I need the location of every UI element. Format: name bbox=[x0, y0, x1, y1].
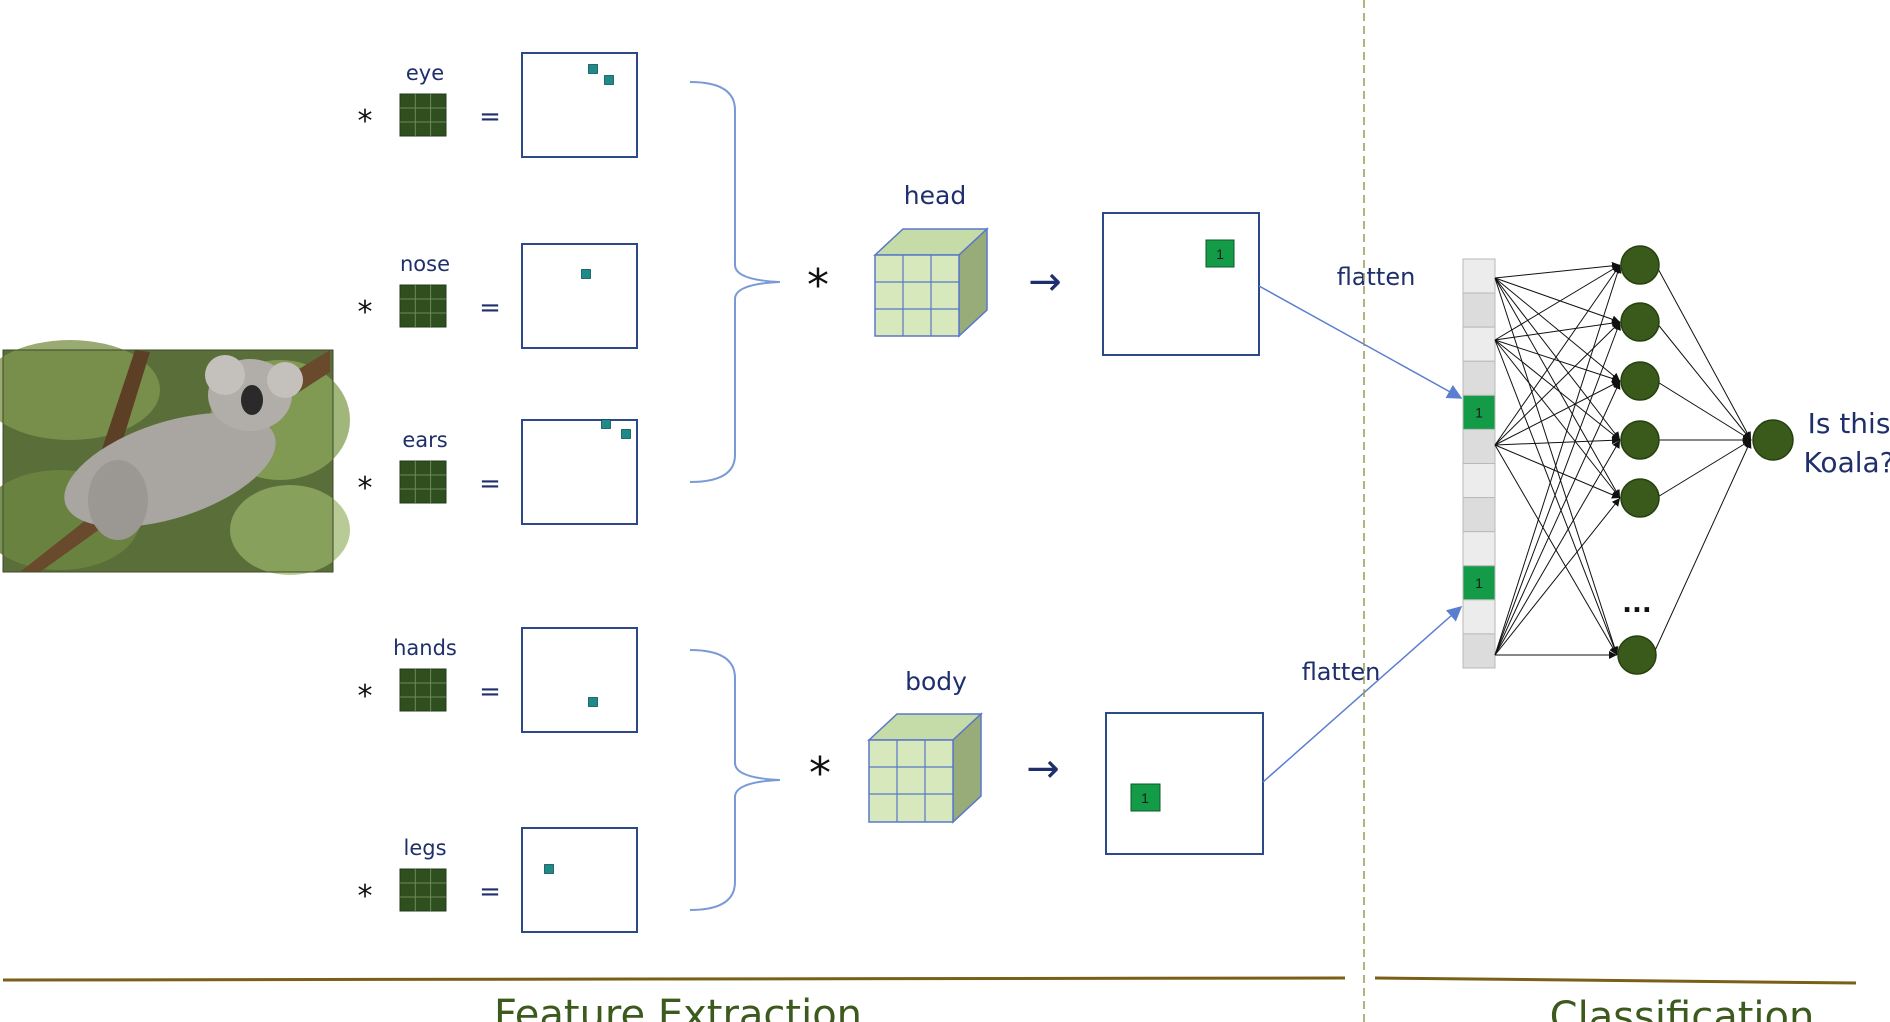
classification-title: Classification bbox=[1550, 994, 1815, 1022]
hidden-neuron bbox=[1620, 478, 1660, 518]
filter-label: legs bbox=[403, 836, 446, 860]
vector-cell bbox=[1462, 599, 1496, 635]
vector-cell bbox=[1462, 531, 1496, 567]
filter-kernel bbox=[399, 668, 447, 712]
feature-map bbox=[521, 627, 638, 733]
filter-row-eye: eye * = bbox=[358, 52, 638, 158]
feature-section-line bbox=[2, 976, 1346, 982]
arrow-head-output: → bbox=[1028, 259, 1062, 305]
filter-row-hands: hands * = bbox=[358, 627, 638, 733]
equals-operator: = bbox=[479, 677, 501, 707]
hidden-neuron bbox=[1617, 635, 1657, 675]
vector-cell bbox=[1462, 497, 1496, 533]
activation-dot bbox=[621, 429, 631, 439]
vector-cell bbox=[1462, 633, 1496, 669]
convolve-operator: * bbox=[358, 879, 373, 914]
flatten-label-head: flatten bbox=[1337, 263, 1416, 291]
flattened-vector: 11 bbox=[1462, 258, 1496, 669]
brace-body-group bbox=[689, 649, 781, 911]
hidden-neuron bbox=[1620, 361, 1660, 401]
body-filter-cube bbox=[867, 712, 983, 824]
activation-dot bbox=[588, 64, 598, 74]
equals-operator: = bbox=[479, 877, 501, 907]
equals-operator: = bbox=[479, 469, 501, 499]
vector-cell bbox=[1462, 360, 1496, 396]
body-map-value: 1 bbox=[1141, 790, 1149, 806]
fully-connected-network bbox=[1494, 245, 1794, 675]
activation-dot bbox=[544, 864, 554, 874]
head-map-value: 1 bbox=[1216, 246, 1224, 262]
convolve-operator-body: * bbox=[809, 748, 831, 799]
head-feature-map: 1 bbox=[1102, 212, 1260, 356]
filter-row-nose: nose * = bbox=[358, 243, 638, 349]
activation-dot bbox=[604, 75, 614, 85]
filter-label: hands bbox=[393, 636, 457, 660]
feature-map bbox=[521, 419, 638, 525]
activation-dot bbox=[581, 269, 591, 279]
vector-cell-value: 1 bbox=[1475, 575, 1483, 591]
body-filter-label: body bbox=[905, 667, 967, 696]
body-feature-map: 1 bbox=[1105, 712, 1264, 855]
vector-cell bbox=[1462, 428, 1496, 464]
hidden-neuron bbox=[1620, 302, 1660, 342]
arrow-body-output: → bbox=[1026, 746, 1060, 792]
filter-row-ears: ears * = bbox=[358, 419, 638, 525]
head-filter-label: head bbox=[904, 181, 966, 210]
filter-row-legs: legs * = bbox=[358, 827, 638, 933]
feature-extraction-title: Feature Extraction bbox=[494, 992, 862, 1022]
convolve-operator: * bbox=[358, 295, 373, 330]
vector-cell bbox=[1462, 326, 1496, 362]
equals-operator: = bbox=[479, 293, 501, 323]
hidden-neuron bbox=[1620, 420, 1660, 460]
question-line1: Is this bbox=[1808, 407, 1890, 440]
activation-dot bbox=[588, 697, 598, 707]
convolve-operator: * bbox=[358, 471, 373, 506]
brace-head-group bbox=[689, 81, 781, 483]
head-filter-cube bbox=[873, 227, 989, 338]
feature-map bbox=[521, 52, 638, 158]
feature-map bbox=[521, 243, 638, 349]
vector-cell bbox=[1462, 565, 1496, 601]
filter-label: eye bbox=[406, 61, 444, 85]
output-neuron bbox=[1752, 419, 1794, 461]
hidden-neuron bbox=[1620, 245, 1660, 285]
vector-cell bbox=[1462, 394, 1496, 430]
question-line2: Koala? bbox=[1803, 446, 1890, 479]
filter-kernel bbox=[399, 284, 447, 328]
flatten-label-body: flatten bbox=[1302, 658, 1381, 686]
filter-label: nose bbox=[400, 252, 450, 276]
feature-map bbox=[521, 827, 638, 933]
filter-kernel bbox=[399, 93, 447, 137]
convolve-operator: * bbox=[358, 679, 373, 714]
flatten-arrow-head bbox=[1258, 285, 1463, 399]
convolve-operator-head: * bbox=[807, 260, 829, 311]
vector-cell bbox=[1462, 258, 1496, 294]
vector-cell bbox=[1462, 463, 1496, 499]
filter-label: ears bbox=[402, 428, 447, 452]
flatten-arrow-body bbox=[1262, 606, 1463, 783]
convolve-operator: * bbox=[358, 104, 373, 139]
classification-section-line bbox=[1374, 976, 1857, 985]
filter-kernel bbox=[399, 868, 447, 912]
equals-operator: = bbox=[479, 102, 501, 132]
koala-photo bbox=[0, 340, 350, 575]
ellipsis: ... bbox=[1622, 589, 1652, 619]
activation-dot bbox=[601, 419, 611, 429]
vector-cell bbox=[1462, 292, 1496, 328]
filter-kernel bbox=[399, 460, 447, 504]
vector-cell-value: 1 bbox=[1475, 404, 1483, 420]
